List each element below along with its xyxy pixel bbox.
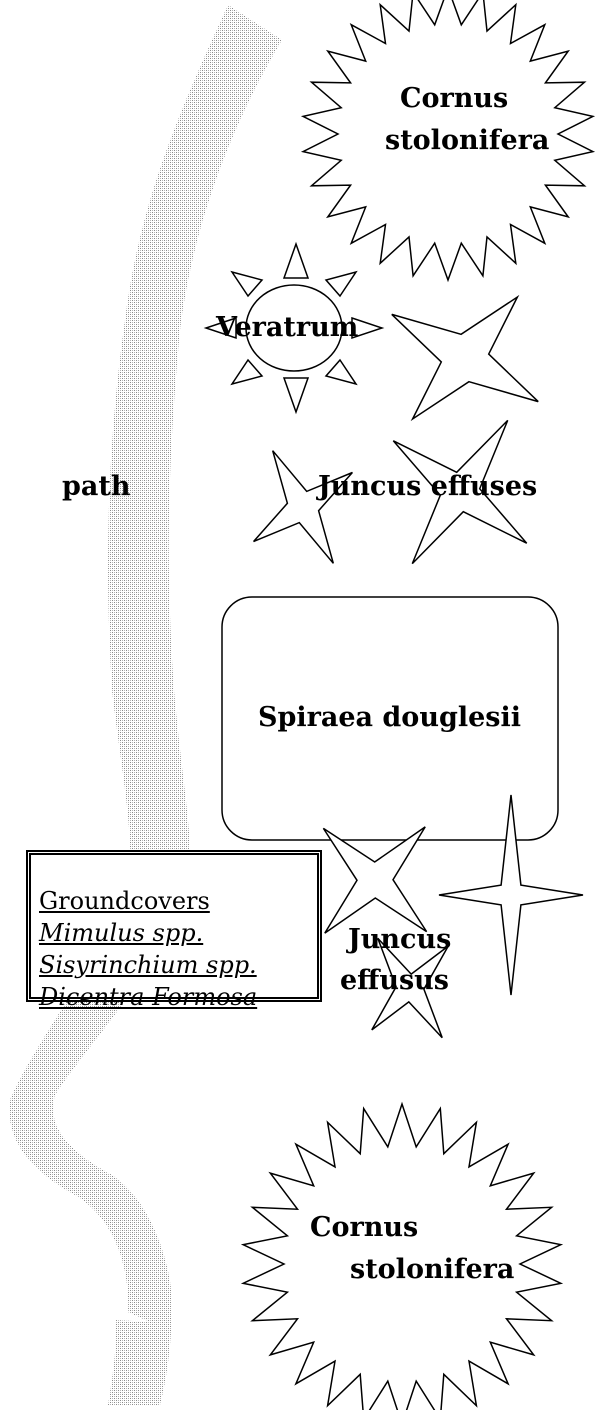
juncus-upper-star-3 (392, 419, 528, 565)
veratrum-label: Veratrum (216, 312, 359, 343)
cornus-bottom-star (240, 1101, 564, 1410)
juncus-lower-label-line1: Juncus (348, 924, 452, 955)
cornus-top-label-line2: stolonifera (385, 125, 550, 156)
cornus-bottom-label-line2: stolonifera (350, 1254, 515, 1285)
juncus-upper-star-1 (391, 294, 539, 422)
cornus-bottom-label-line1: Cornus (310, 1212, 419, 1243)
juncus-lower-label-line2: effusus (340, 965, 450, 996)
spiraea-label: Spiraea douglesii (258, 702, 521, 733)
cornus-top-star (300, 0, 596, 283)
juncus-upper-label: Juncus effuses (318, 471, 538, 502)
juncus-lower-star-2 (438, 794, 584, 996)
juncus-upper-star-2 (253, 450, 353, 564)
legend-item: Dicentra Formosa (39, 983, 258, 1011)
juncus-lower-star-3 (371, 937, 449, 1039)
spiraea-shrub-box (221, 596, 559, 841)
veratrum-sun-symbol (203, 241, 385, 415)
juncus-lower-star-1 (322, 826, 428, 934)
garden-path (9, 5, 283, 1405)
cornus-top-label-line1: Cornus (400, 83, 509, 114)
legend-title: Groundcovers (39, 887, 210, 915)
path-label: path (62, 471, 131, 502)
legend-item: Mimulus spp. (39, 919, 204, 947)
groundcovers-legend: Groundcovers Mimulus spp. Sisyrinchium s… (26, 850, 322, 1011)
legend-item: Sisyrinchium spp. (39, 951, 257, 979)
